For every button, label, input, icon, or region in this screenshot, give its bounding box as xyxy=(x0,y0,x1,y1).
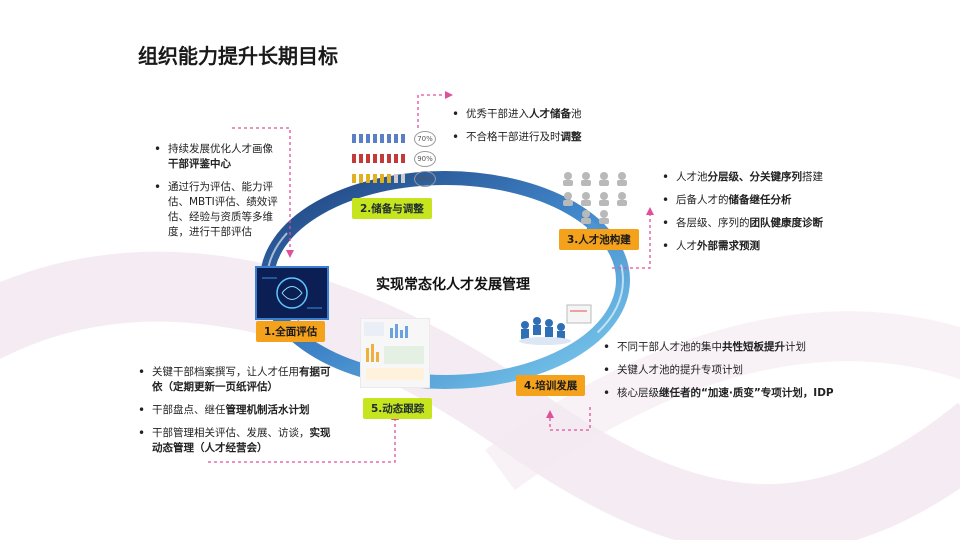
top-item-1: 优秀干部进入人才储备池 xyxy=(452,107,652,122)
people-rows-icon xyxy=(352,134,405,183)
center-title: 实现常态化人才发展管理 xyxy=(376,277,530,293)
step-3-label: 3.人才池构建 xyxy=(559,229,639,250)
top-item-2: 不合格干部进行及时调整 xyxy=(452,130,652,145)
bottom-left-text-block: 关键干部档案撰写，让人才任用有据可依（定期更新一页纸评估） 干部盘点、继任管理机… xyxy=(138,365,338,464)
bottom-right-text-block: 不同干部人才池的集中共性短板提升计划 关键人才池的提升专项计划 核心层级继任者的… xyxy=(603,340,835,409)
bottom-right-item-3: 核心层级继任者的“加速·质变”专项计划，IDP xyxy=(603,386,835,401)
right-item-4: 人才外部需求预测 xyxy=(662,239,872,254)
percent-70: 70% xyxy=(414,131,436,147)
training-meeting-icon xyxy=(519,304,592,345)
bottom-right-item-2: 关键人才池的提升专项计划 xyxy=(603,363,835,378)
percent-90: 90% xyxy=(414,151,436,167)
people-grid-icon xyxy=(563,172,627,224)
step-4-label: 4.培训发展 xyxy=(516,375,586,396)
step-1-label: 1.全面评估 xyxy=(256,321,326,342)
step-5-label: 5.动态跟踪 xyxy=(363,398,433,419)
right-item-3: 各层级、序列的团队健康度诊断 xyxy=(662,216,872,231)
left-item-2: 通过行为评估、能力评估、MBTI评估、绩效评估、经验与资质等多维度，进行干部评估 xyxy=(154,180,286,240)
percent-60: 60% xyxy=(414,171,436,187)
bottom-left-item-2: 干部盘点、继任管理机制活水计划 xyxy=(138,403,338,418)
page-title: 组织能力提升长期目标 xyxy=(138,44,338,68)
dashboard-icon xyxy=(360,318,430,388)
bottom-left-item-3: 干部管理相关评估、发展、访谈，实现动态管理（人才经营会） xyxy=(138,426,338,456)
bottom-right-item-1: 不同干部人才池的集中共性短板提升计划 xyxy=(603,340,835,355)
top-text-block: 优秀干部进入人才储备池 不合格干部进行及时调整 xyxy=(452,107,652,153)
step-2-label: 2.储备与调整 xyxy=(352,198,432,219)
right-text-block: 人才池分层级、分关键序列搭建 后备人才的储备继任分析 各层级、序列的团队健康度诊… xyxy=(662,170,872,262)
right-item-2: 后备人才的储备继任分析 xyxy=(662,193,872,208)
bottom-left-item-1: 关键干部档案撰写，让人才任用有据可依（定期更新一页纸评估） xyxy=(138,365,338,395)
brain-icon xyxy=(255,266,329,320)
right-item-1: 人才池分层级、分关键序列搭建 xyxy=(662,170,872,185)
